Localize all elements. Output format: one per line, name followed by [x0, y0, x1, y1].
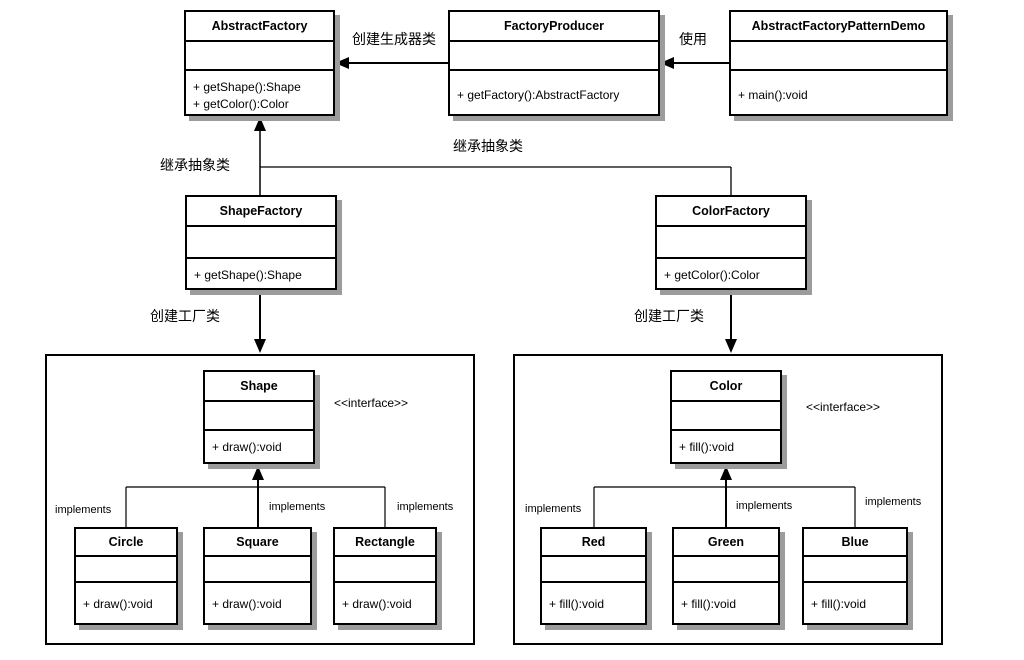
- class-box-shapefactory: ShapeFactory + getShape():Shape: [185, 195, 337, 290]
- method-entry: + draw():void: [342, 596, 412, 611]
- methods-compartment: + fill():void: [804, 583, 906, 625]
- class-box-color-interface: Color + fill():void: [670, 370, 782, 464]
- methods-compartment: + main():void: [731, 71, 946, 120]
- class-box-blue: Blue + fill():void: [802, 527, 908, 625]
- label-inherit-abstract-right: 继承抽象类: [453, 138, 523, 154]
- label-create-builder: 创建生成器类: [352, 31, 436, 47]
- method-entry: + getShape():Shape: [194, 268, 302, 282]
- class-box-red: Red + fill():void: [540, 527, 647, 625]
- methods-compartment: + draw():void: [76, 583, 176, 625]
- class-title: FactoryProducer: [450, 12, 658, 42]
- class-title: Color: [672, 372, 780, 402]
- methods-compartment: + fill():void: [672, 431, 780, 464]
- class-box-shape-interface: Shape + draw():void: [203, 370, 315, 464]
- fields-compartment: [450, 42, 658, 71]
- fields-compartment: [205, 402, 313, 431]
- class-title: Green: [674, 529, 778, 557]
- methods-compartment: + fill():void: [674, 583, 778, 625]
- class-box-colorfactory: ColorFactory + getColor():Color: [655, 195, 807, 290]
- label-inherit-abstract-left: 继承抽象类: [160, 157, 230, 173]
- method-entry: + getColor():Color: [193, 96, 289, 111]
- fields-compartment: [804, 557, 906, 583]
- label-implements-red: implements: [525, 503, 582, 515]
- fields-compartment: [76, 557, 176, 583]
- class-title: Rectangle: [335, 529, 435, 557]
- method-entry: + fill():void: [811, 596, 867, 611]
- class-title: AbstractFactoryPatternDemo: [731, 12, 946, 42]
- methods-compartment: + getColor():Color: [657, 259, 805, 292]
- label-implements-square: implements: [269, 501, 326, 513]
- class-title: ShapeFactory: [187, 197, 335, 227]
- label-implements-blue: implements: [865, 496, 922, 508]
- fields-compartment: [205, 557, 310, 583]
- label-interface-stereotype-shape: <<interface>>: [334, 396, 409, 410]
- methods-compartment: + draw():void: [205, 583, 310, 625]
- class-box-factoryproducer: FactoryProducer + getFactory():AbstractF…: [448, 10, 660, 116]
- method-entry: + fill():void: [549, 596, 605, 611]
- method-entry: + getShape():Shape: [193, 79, 301, 94]
- fields-compartment: [187, 227, 335, 259]
- method-entry: + draw():void: [212, 440, 282, 454]
- class-title: Square: [205, 529, 310, 557]
- container-shapes-package: [45, 354, 475, 645]
- methods-compartment: + getFactory():AbstractFactory: [450, 71, 658, 120]
- class-box-abstractfactorypatterndemo: AbstractFactoryPatternDemo + main():void: [729, 10, 948, 116]
- class-box-green: Green + fill():void: [672, 527, 780, 625]
- class-title: AbstractFactory: [186, 12, 333, 42]
- class-box-rectangle: Rectangle + draw():void: [333, 527, 437, 625]
- class-title: ColorFactory: [657, 197, 805, 227]
- label-create-factory-left: 创建工厂类: [150, 308, 220, 324]
- container-colors-package: [513, 354, 943, 645]
- method-entry: + getFactory():AbstractFactory: [457, 88, 620, 102]
- label-interface-stereotype-color: <<interface>>: [806, 400, 881, 414]
- arrow-colorfactory-to-colors-container: [725, 290, 737, 353]
- method-entry: + fill():void: [679, 440, 735, 454]
- class-title: Red: [542, 529, 645, 557]
- arrow-factories-inherit-abstractfactory: [254, 117, 732, 195]
- label-create-factory-right: 创建工厂类: [634, 308, 704, 324]
- fields-compartment: [731, 42, 946, 71]
- methods-compartment: + getShape():Shape + getColor():Color: [186, 71, 333, 120]
- methods-compartment: + draw():void: [335, 583, 435, 625]
- label-implements-circle: implements: [55, 504, 112, 516]
- method-entry: + draw():void: [212, 596, 282, 611]
- method-entry: + draw():void: [83, 596, 153, 611]
- class-box-abstractfactory: AbstractFactory + getShape():Shape + get…: [184, 10, 335, 116]
- methods-compartment: + getShape():Shape: [187, 259, 335, 292]
- label-use: 使用: [679, 31, 707, 47]
- fields-compartment: [335, 557, 435, 583]
- arrow-shapefactory-to-shapes-container: [254, 290, 266, 353]
- method-entry: + main():void: [738, 88, 808, 102]
- class-title: Circle: [76, 529, 176, 557]
- class-title: Shape: [205, 372, 313, 402]
- methods-compartment: + fill():void: [542, 583, 645, 625]
- fields-compartment: [186, 42, 333, 71]
- arrow-factoryproducer-to-abstractfactory: [335, 57, 448, 69]
- class-box-circle: Circle + draw():void: [74, 527, 178, 625]
- arrow-demo-to-factoryproducer: [660, 57, 729, 69]
- fields-compartment: [657, 227, 805, 259]
- fields-compartment: [674, 557, 778, 583]
- method-entry: + fill():void: [681, 596, 737, 611]
- methods-compartment: + draw():void: [205, 431, 313, 464]
- method-entry: + getColor():Color: [664, 268, 760, 282]
- fields-compartment: [542, 557, 645, 583]
- class-title: Blue: [804, 529, 906, 557]
- class-box-square: Square + draw():void: [203, 527, 312, 625]
- label-implements-green: implements: [736, 500, 793, 512]
- fields-compartment: [672, 402, 780, 431]
- label-implements-rectangle: implements: [397, 501, 454, 513]
